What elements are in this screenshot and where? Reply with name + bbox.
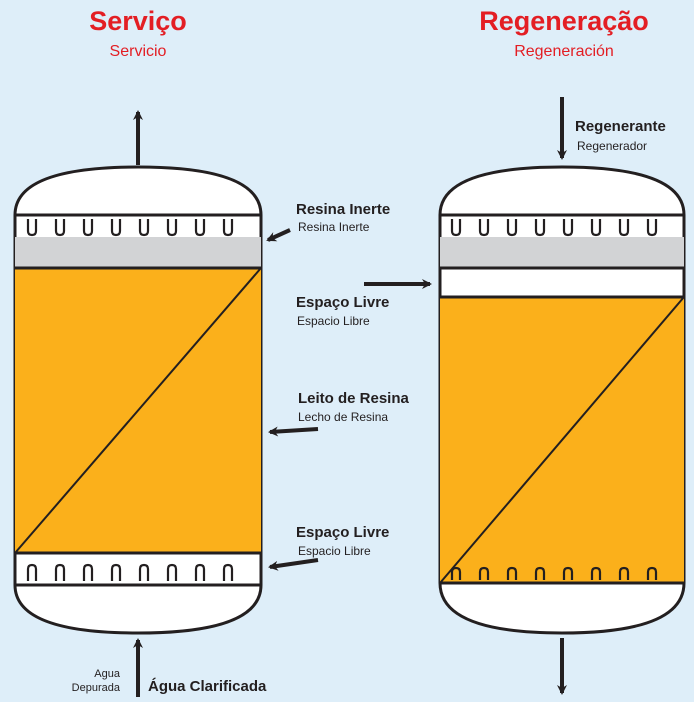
free-space-top-sublabel: Espacio Libre	[297, 314, 370, 328]
water-sublabel-line1: Agua	[94, 668, 120, 680]
service-top-nozzles	[26, 219, 234, 237]
regeneration-top-nozzles	[450, 219, 658, 237]
free-space-bottom-pointer	[268, 558, 319, 571]
service-subtitle: Servicio	[109, 43, 167, 60]
resin-bed-pointer	[268, 426, 319, 437]
regeneration-vessel	[438, 165, 686, 635]
resin-bed-label: Leito de Resina	[298, 390, 409, 407]
regeneration-bottom-nozzles	[450, 566, 658, 580]
service-title: Serviço	[89, 6, 187, 36]
regenerant-label: Regenerante	[575, 118, 666, 135]
water-label: Água Clarificada	[148, 678, 267, 695]
free-space-bottom-sublabel: Espacio Libre	[298, 544, 371, 558]
flow-arrows	[133, 97, 567, 697]
service-vessel	[13, 165, 263, 635]
regeneration-inert-resin-layer	[440, 237, 684, 268]
inert-resin-sublabel: Resina Inerte	[298, 220, 370, 234]
regeneration-resin-diagonal	[439, 296, 685, 584]
service-bottom-nozzles	[26, 563, 234, 581]
water-sublabel-line2: Depurada	[71, 682, 120, 694]
inert-resin-label: Resina Inerte	[296, 201, 391, 218]
water-sublabel: Agua Depurada	[60, 667, 120, 695]
regenerant-sublabel: Regenerador	[577, 139, 648, 153]
free-space-bottom-label: Espaço Livre	[296, 524, 390, 541]
inert-resin-pointer	[266, 228, 291, 242]
free-space-top-label: Espaço Livre	[296, 294, 390, 311]
regeneration-title: Regeneração	[479, 6, 649, 36]
resin-bed-sublabel: Lecho de Resina	[298, 410, 389, 424]
service-inert-resin-layer	[15, 237, 261, 268]
service-resin-diagonal	[14, 267, 262, 554]
regeneration-subtitle: Regeneración	[514, 43, 614, 60]
